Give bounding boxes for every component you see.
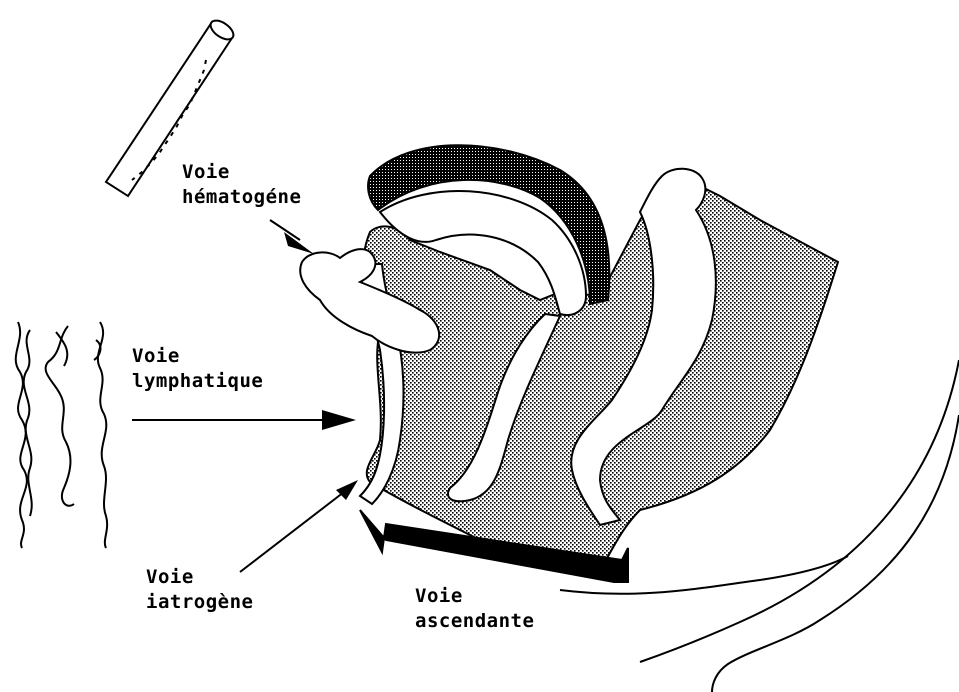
label-lymphatique-line1: Voie [132, 344, 263, 369]
label-hematogene-line1: Voie [182, 160, 301, 185]
label-iatrogene-line1: Voie [146, 565, 253, 590]
hematogene-arrow [270, 220, 314, 254]
iatrogene-arrow [240, 480, 358, 572]
lymphatic-vessels-icon [16, 322, 107, 548]
label-iatrogene-line2: iatrogène [146, 590, 253, 615]
label-hematogene-line2: hématogéne [182, 185, 301, 210]
label-ascendante-line1: Voie [415, 584, 534, 609]
label-ascendante-line2: ascendante [415, 609, 534, 634]
label-voie-lymphatique: Voie lymphatique [132, 344, 263, 394]
label-voie-iatrogene: Voie iatrogène [146, 565, 253, 615]
label-lymphatique-line2: lymphatique [132, 369, 263, 394]
label-voie-hematogene: Voie hématogéne [182, 160, 301, 210]
lymphatique-arrow [132, 410, 356, 430]
label-voie-ascendante: Voie ascendante [415, 584, 534, 634]
